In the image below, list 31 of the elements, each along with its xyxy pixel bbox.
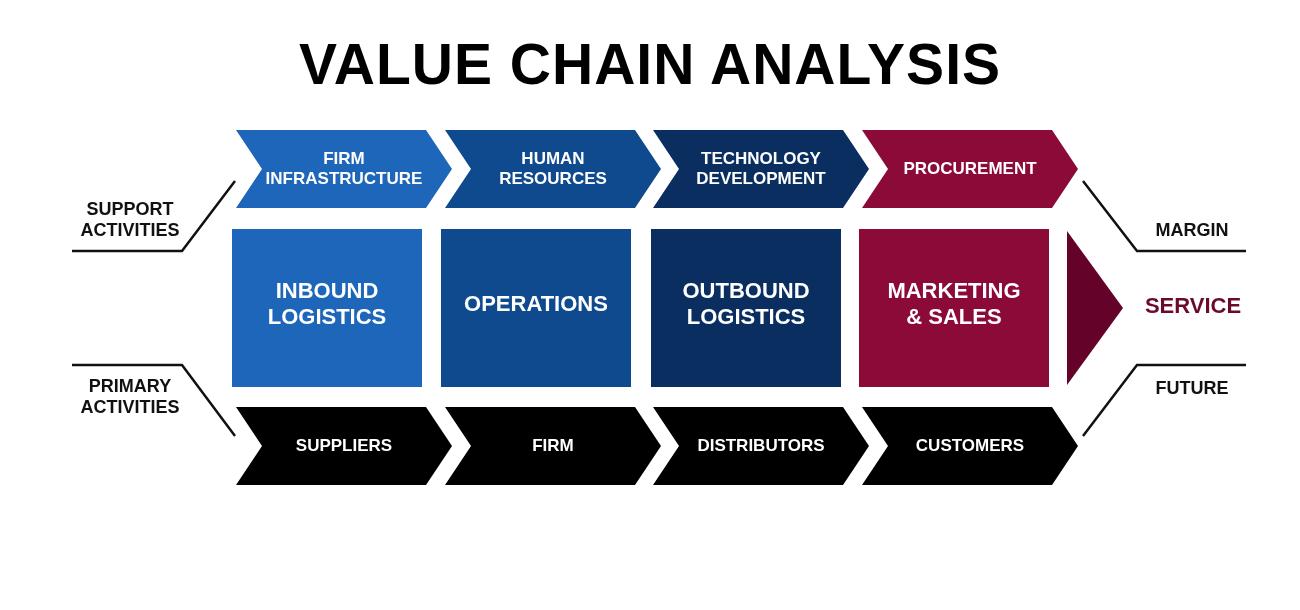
stage-banner	[862, 407, 1078, 485]
stage-banner	[236, 407, 452, 485]
stage-banner	[445, 407, 661, 485]
banner-label: SUPPLIERS	[295, 435, 393, 457]
block-label: OPERATIONS	[464, 290, 608, 318]
block-label: INBOUND LOGISTICS	[266, 277, 388, 331]
side-label: PRIMARY ACTIVITIES	[79, 376, 181, 418]
banner-label: TECHNOLOGY DEVELOPMENT	[695, 148, 827, 190]
support-activity-banner	[862, 130, 1078, 208]
banner-label: CUSTOMERS	[915, 435, 1025, 457]
side-label: MARGIN	[1155, 220, 1229, 241]
primary-activity-block	[441, 229, 631, 387]
block-label: OUTBOUND LOGISTICS	[681, 277, 811, 331]
triangle-block	[1067, 231, 1123, 385]
banner-label: PROCUREMENT	[903, 158, 1037, 180]
side-label: FUTURE	[1155, 378, 1229, 399]
banner-label: DISTRIBUTORS	[697, 435, 825, 457]
support-activity-banner	[653, 130, 869, 208]
banner-label: FIRM	[532, 435, 574, 457]
block-label: MARKETING & SALES	[886, 277, 1022, 331]
support-activity-banner	[236, 130, 452, 208]
primary-activity-block	[859, 229, 1049, 387]
diagram-title: VALUE CHAIN ANALYSIS	[299, 36, 1001, 93]
stage-banner	[653, 407, 869, 485]
primary-activity-block	[232, 229, 422, 387]
banner-label: HUMAN RESOURCES	[498, 148, 608, 190]
support-activity-banner	[445, 130, 661, 208]
primary-activity-block	[651, 229, 841, 387]
banner-label: FIRM INFRASTRUCTURE	[264, 148, 424, 190]
side-label: SUPPORT ACTIVITIES	[79, 199, 181, 241]
service-label: SERVICE	[1144, 293, 1242, 319]
